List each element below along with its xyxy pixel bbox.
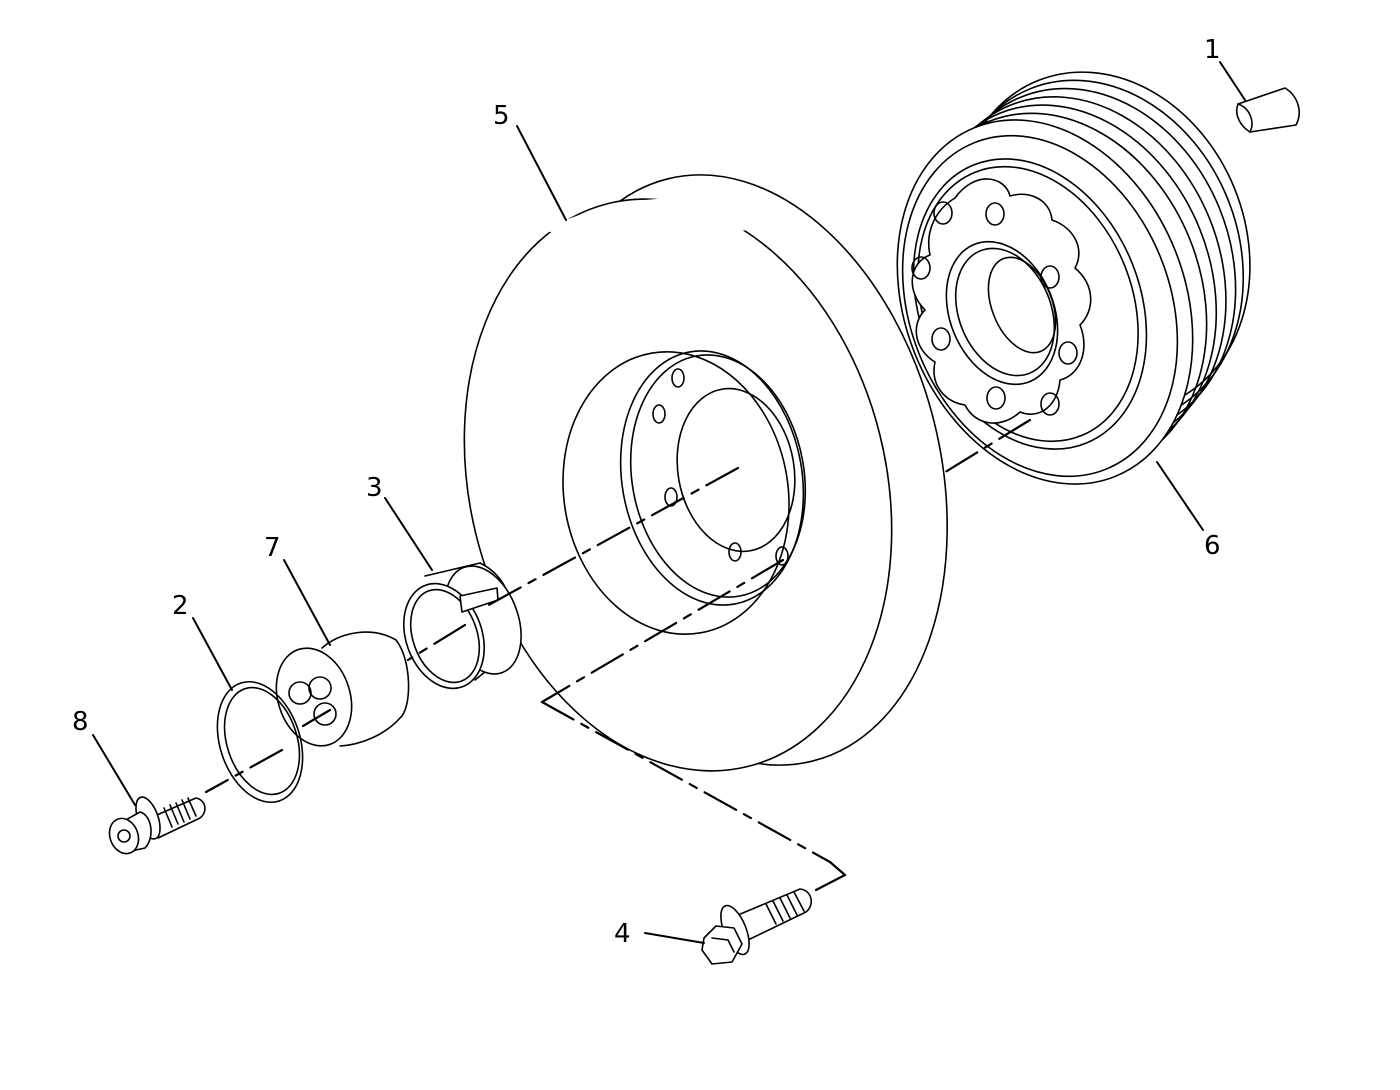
callout-1: 1 xyxy=(1204,35,1221,65)
callout-3: 3 xyxy=(366,473,383,503)
callout-8: 8 xyxy=(72,707,89,737)
leader-lines xyxy=(93,62,1245,943)
callouts: 1 2 3 4 5 6 7 8 xyxy=(72,35,1221,949)
callout-5: 5 xyxy=(493,101,510,131)
woodruff-key-part xyxy=(1237,88,1299,132)
callout-4: 4 xyxy=(614,919,631,949)
callout-2: 2 xyxy=(172,591,189,621)
callout-7: 7 xyxy=(264,533,281,563)
adapter-part xyxy=(264,632,408,756)
flange-bolt-part xyxy=(702,889,811,964)
twelve-point-bolt-part xyxy=(105,794,205,858)
ring-part xyxy=(203,671,317,814)
center-lines xyxy=(206,420,1030,890)
split-sleeve-part xyxy=(390,555,535,699)
damper-part xyxy=(406,131,1007,817)
callout-6: 6 xyxy=(1204,531,1221,561)
pulley-part xyxy=(845,27,1300,528)
